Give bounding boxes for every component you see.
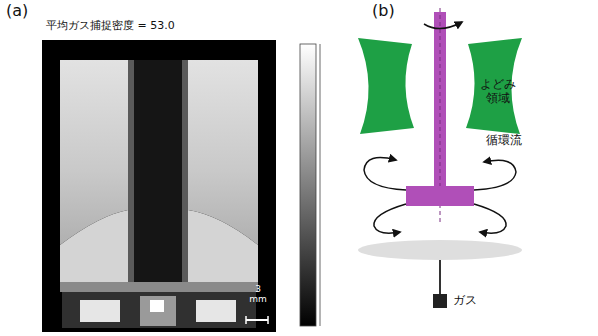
panel-letter: (b) (372, 2, 395, 20)
gas-label: ガス (453, 294, 477, 308)
scale-label: 3 mm (249, 284, 267, 305)
panel-title: 平均ガス捕捉密度 = 53.0 (46, 20, 175, 33)
color-bar (300, 44, 320, 326)
panel-letter: (a) (6, 2, 28, 20)
region-label: よどみ領域 (478, 78, 518, 106)
flow-label: 循環流 (486, 134, 522, 148)
tomography-image (42, 40, 276, 332)
stirred-vessel-schematic (358, 8, 522, 308)
